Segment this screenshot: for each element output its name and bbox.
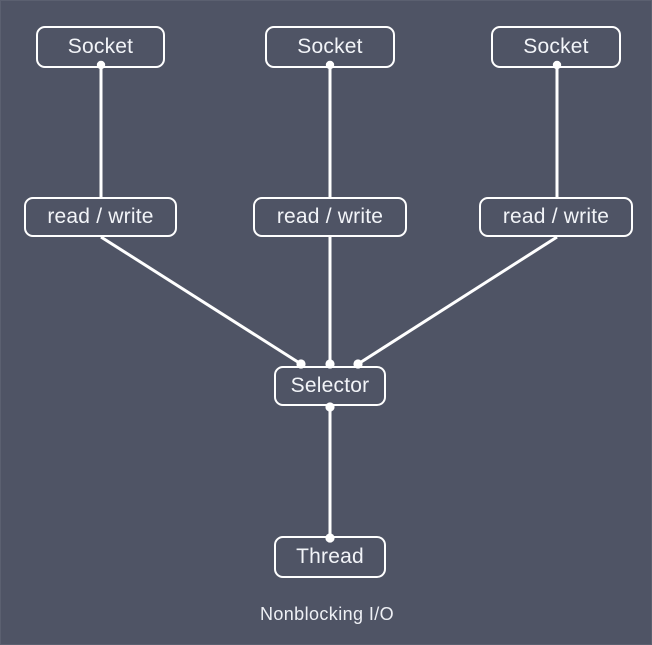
edge-readwrite3-selector: [357, 235, 558, 366]
node-read-write-1[interactable]: read / write: [24, 197, 177, 237]
edge-readwrite1-selector: [100, 235, 302, 366]
node-read-write-2[interactable]: read / write: [253, 197, 407, 237]
node-selector[interactable]: Selector: [274, 366, 386, 406]
node-thread[interactable]: Thread: [274, 536, 386, 578]
diagram-caption: Nonblocking I/O: [259, 604, 395, 624]
node-read-write-3[interactable]: read / write: [479, 197, 633, 237]
node-socket-3[interactable]: Socket: [491, 26, 621, 68]
node-socket-1[interactable]: Socket: [36, 26, 165, 68]
connection-dots: [96, 60, 562, 543]
node-socket-2[interactable]: Socket: [265, 26, 395, 68]
